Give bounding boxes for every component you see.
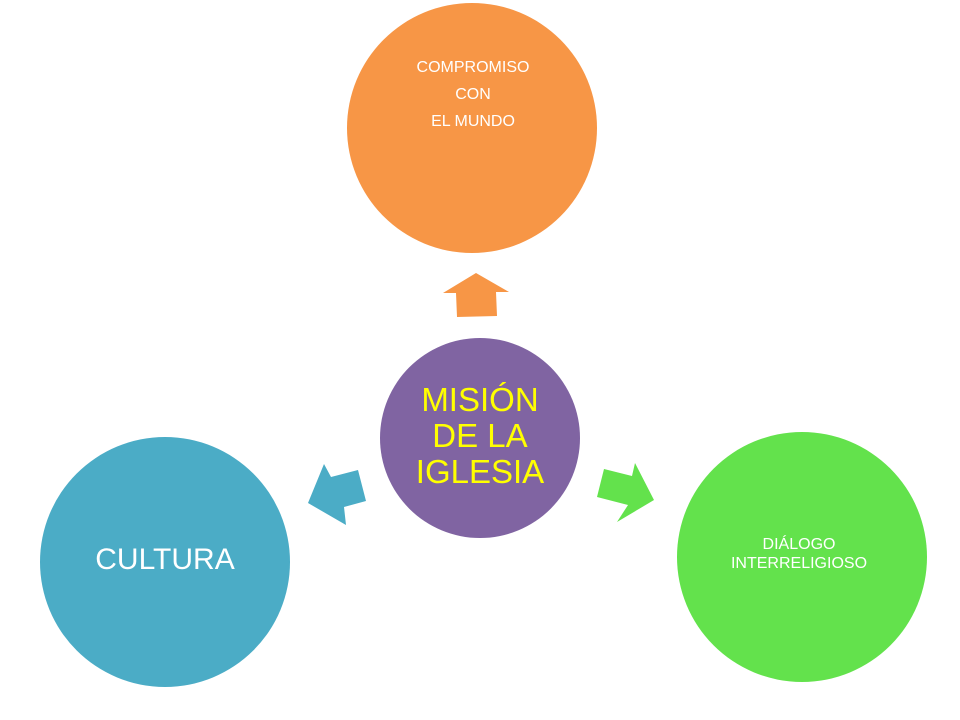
node-mision-line-1: MISIÓN [421,381,539,418]
node-mision-line-2: DE LA [432,417,528,454]
node-compromiso-label: COMPROMISO CON EL MUNDO [417,54,530,135]
node-mision-line-3: IGLESIA [415,453,545,490]
node-compromiso-line-2: CON [455,86,491,103]
node-dialogo-interreligioso: DIÁLOGO INTERRELIGIOSO [677,432,927,682]
node-dialogo-line-1: DIÁLOGO [762,535,836,553]
node-dialogo-label: DIÁLOGO INTERRELIGIOSO [731,535,867,573]
node-compromiso-con-el-mundo: COMPROMISO CON EL MUNDO [347,3,597,253]
node-mision-label: MISIÓN DE LA IGLESIA [416,382,544,490]
arrow-to-top [443,273,509,317]
node-mision-de-la-iglesia: MISIÓN DE LA IGLESIA [380,338,580,538]
node-cultura: CULTURA [40,437,290,687]
node-cultura-label: CULTURA [95,542,235,576]
node-compromiso-line-1: COMPROMISO [416,59,530,76]
arrow-to-left [308,464,366,525]
arrow-to-right [597,463,654,522]
node-dialogo-line-2: INTERRELIGIOSO [730,554,868,572]
node-compromiso-line-3: EL MUNDO [431,113,515,130]
